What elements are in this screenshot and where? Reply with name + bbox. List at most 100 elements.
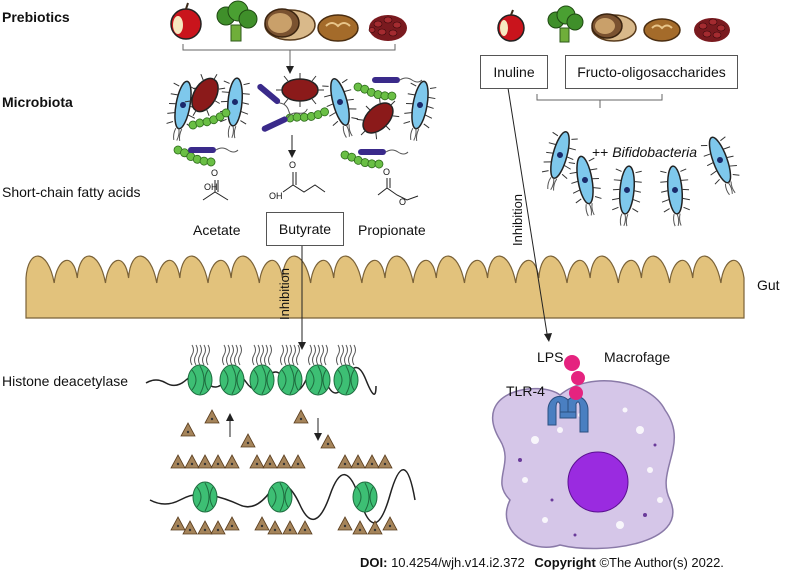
- acetyl-group: [224, 454, 240, 469]
- nucleosome: [192, 481, 218, 513]
- histone-tail: [222, 344, 226, 366]
- histone-tail: [230, 344, 234, 366]
- histone-tail: [312, 344, 316, 366]
- histone-tail: [202, 344, 206, 366]
- acetyl-group: [276, 454, 292, 469]
- inuline-inhibition-line: [507, 87, 549, 341]
- acetyl-group: [204, 409, 220, 424]
- acetyl-group: [350, 454, 366, 469]
- inuline-label: Inuline: [493, 64, 535, 80]
- histone-tail: [344, 344, 348, 366]
- bread-slices-icon: [591, 13, 637, 42]
- arrow-head: [314, 433, 322, 441]
- inuline-inhibition-label: Inhibition: [510, 193, 525, 246]
- acetyl-group: [320, 434, 336, 449]
- histone-tail: [190, 344, 194, 366]
- acetyl-group: [367, 520, 383, 535]
- acetyl-group: [290, 454, 306, 469]
- broccoli-icon: [216, 0, 258, 42]
- gut-label: Gut: [757, 277, 780, 293]
- histone-tail: [256, 344, 260, 366]
- arrow-head: [544, 333, 552, 342]
- fos-label: Fructo-oligosaccharides: [577, 64, 726, 80]
- acetyl-group: [240, 433, 256, 448]
- microbiota-cluster: [162, 64, 439, 171]
- acetyl-group: [262, 454, 278, 469]
- histone-tail: [340, 344, 344, 366]
- butyrate-label: Butyrate: [278, 221, 332, 237]
- histone-tail: [194, 344, 198, 366]
- butyrate-structure: [282, 172, 326, 193]
- fos-box: Fructo-oligosaccharides: [565, 55, 738, 89]
- acetate-oh-label: OH: [204, 182, 218, 192]
- acetyl-group: [267, 520, 283, 535]
- chromatin-deacetylated: [149, 469, 416, 524]
- lps-label: LPS: [537, 349, 564, 365]
- acetyl-group: [197, 520, 213, 535]
- butyrate-box: Butyrate: [266, 212, 344, 246]
- acetyl-group: [352, 520, 368, 535]
- histone-tail: [252, 344, 256, 366]
- tlr4-receptor: [547, 395, 589, 433]
- acetyl-group: [293, 409, 309, 424]
- acetyl-group: [184, 454, 200, 469]
- inuline-box: Inuline: [480, 55, 548, 89]
- histone-tail: [264, 344, 268, 366]
- bread-loaf-icon: [643, 18, 681, 42]
- propionate-label: Propionate: [358, 222, 426, 238]
- histone-tail: [268, 344, 272, 366]
- acetyl-group: [210, 454, 226, 469]
- apple-icon: [170, 2, 202, 40]
- prebiotics-label: Prebiotics: [2, 9, 70, 25]
- broccoli-icon: [547, 5, 584, 43]
- histone-tail: [292, 344, 296, 366]
- doi-label: DOI:: [360, 555, 388, 570]
- histone-tail: [260, 344, 264, 366]
- acetyl-group: [170, 516, 186, 531]
- butyrate-oh-label: OH: [269, 191, 283, 201]
- bread-slices-icon: [264, 8, 316, 41]
- oligosaccharides-bracket: [536, 94, 663, 108]
- macrophage-label: Macrofage: [604, 349, 671, 365]
- acetate-structure: [202, 180, 229, 201]
- copyright-label: Copyright: [534, 555, 596, 570]
- chromatin-acetylated: [145, 344, 377, 396]
- histone-tail: [348, 344, 352, 366]
- histone-tail: [352, 344, 356, 366]
- tlr4-label: TLR-4: [506, 383, 545, 399]
- histone-tail: [316, 344, 320, 366]
- acetyl-group: [210, 520, 226, 535]
- histone-tail: [336, 344, 340, 366]
- bifido-name: Bifidobacteria: [612, 144, 698, 160]
- histone-tail: [288, 344, 292, 366]
- macrophage-cell: [491, 380, 676, 550]
- bifido-prefix: ++: [592, 144, 613, 160]
- acetyl-group: [197, 454, 213, 469]
- acetyl-group: [170, 454, 186, 469]
- apple-icon: [497, 9, 525, 42]
- propionate-o-label: O: [383, 167, 391, 177]
- histone-tail: [320, 344, 324, 366]
- histone-tail: [234, 344, 238, 366]
- nucleosome: [305, 364, 331, 396]
- histone-tail: [296, 344, 300, 366]
- acetyl-group: [180, 422, 196, 437]
- acetyl-group: [337, 516, 353, 531]
- acetyl-group: [224, 516, 240, 531]
- acetyl-group: [364, 454, 380, 469]
- acetyl-groups: [170, 409, 398, 535]
- butyrate-o-label: O: [289, 160, 297, 170]
- propionate-o2-label: O: [399, 197, 407, 207]
- nucleosome: [267, 481, 293, 513]
- histone-tail: [226, 344, 230, 366]
- propionate-structure: [377, 178, 419, 201]
- histone-tail: [198, 344, 202, 366]
- acetyl-group: [182, 520, 198, 535]
- histone-tail: [284, 344, 288, 366]
- beans-icon: [368, 15, 407, 41]
- nucleosome: [249, 364, 275, 396]
- acetate-label: Acetate: [193, 222, 241, 238]
- acetate-o-label: O: [211, 168, 219, 178]
- nucleosome: [333, 364, 359, 396]
